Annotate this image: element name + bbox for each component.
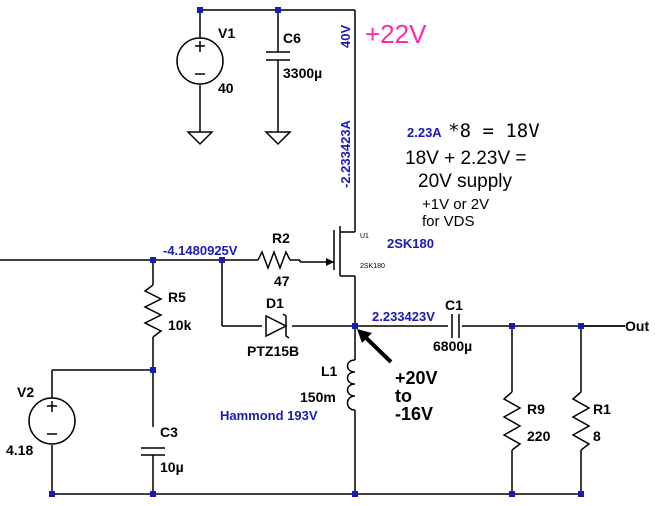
r1-name: R1 xyxy=(593,401,611,417)
ground-icon xyxy=(186,131,214,146)
calc-line-2: 18V + 2.23V = xyxy=(405,148,527,169)
calc-prefix: 2.23A xyxy=(407,125,442,140)
voltage-source-icon xyxy=(28,397,76,445)
d1-diode: D1 PTZ15B xyxy=(247,295,299,359)
r5-value: 10k xyxy=(168,317,192,333)
ground-icon xyxy=(264,131,292,146)
calc-rest: *8 = 18V xyxy=(448,120,540,142)
l1-value: 150m xyxy=(300,389,336,405)
r1-value: 8 xyxy=(593,428,601,444)
r9-value: 220 xyxy=(527,428,551,444)
junction-node xyxy=(578,491,584,497)
junction-node xyxy=(150,367,156,373)
c1-name: C1 xyxy=(445,297,463,313)
calc-line-4: +1V or 2V xyxy=(422,196,489,213)
r2-value: 47 xyxy=(274,273,290,289)
c6-value: 3300µ xyxy=(283,65,322,81)
c1-capacitor: C1 6800µ xyxy=(433,297,472,354)
output-label: Out xyxy=(625,318,649,334)
source-net-label: 2.233423V xyxy=(372,309,435,324)
junction-node xyxy=(578,323,584,329)
calc-line-5: for VDS xyxy=(422,213,475,230)
v2-name: V2 xyxy=(17,384,34,400)
r5-resistor: R5 10k xyxy=(143,284,192,338)
supply-note: +22V xyxy=(365,19,427,49)
r9-resistor: R9 220 xyxy=(502,391,551,451)
resistor-icon xyxy=(257,249,291,271)
junction-node xyxy=(275,7,281,13)
u1-name: U1 xyxy=(360,233,369,240)
u1-model: 2SK180 xyxy=(360,263,385,270)
inductor-icon xyxy=(346,359,356,411)
swing-line-2: to xyxy=(395,386,412,406)
v2-value: 4.18 xyxy=(6,442,33,458)
v1-name: V1 xyxy=(218,25,235,41)
c3-capacitor: C3 10µ xyxy=(141,424,184,475)
u1-label: 2SK180 xyxy=(387,236,434,251)
junction-node xyxy=(150,257,156,263)
c1-value: 6800µ xyxy=(433,338,472,354)
drain-current-label: -2.233423A xyxy=(338,119,353,188)
voltage-source-icon xyxy=(176,37,224,85)
r2-resistor: R2 47 xyxy=(257,230,291,289)
v1-value: 40 xyxy=(218,80,234,96)
calculation-note: 2.23A *8 = 18V 18V + 2.23V = 20V supply … xyxy=(405,120,540,230)
v2-source: V2 4.18 xyxy=(6,384,76,458)
gate-net-label: -4.1480925V xyxy=(163,243,238,258)
swing-line-1: +20V xyxy=(395,368,438,388)
calc-line-1: 2.23A *8 = 18V xyxy=(407,120,540,142)
junctions xyxy=(49,7,584,497)
junction-node xyxy=(509,323,515,329)
junction-node xyxy=(352,323,358,329)
l1-part: Hammond 193V xyxy=(220,408,318,423)
l1-inductor: L1 150m Hammond 193V xyxy=(220,359,356,423)
arrow-icon xyxy=(357,329,393,364)
junction-node xyxy=(352,491,358,497)
swing-line-3: -16V xyxy=(395,404,433,424)
d1-value: PTZ15B xyxy=(247,343,299,359)
mosfet-icon xyxy=(300,226,355,277)
resistor-icon xyxy=(502,391,522,451)
junction-node xyxy=(509,491,515,497)
r5-name: R5 xyxy=(168,289,186,305)
junction-node xyxy=(219,257,225,263)
zener-diode-icon xyxy=(265,313,290,339)
calc-line-3: 20V supply xyxy=(418,171,513,192)
r1-resistor: R1 8 xyxy=(571,391,611,451)
resistor-icon xyxy=(571,391,591,451)
junction-node xyxy=(49,491,55,497)
swing-annotation: +20V to -16V xyxy=(357,329,438,424)
c6-capacitor: C6 3300µ xyxy=(266,30,322,81)
resistor-icon xyxy=(143,284,163,338)
d1-name: D1 xyxy=(266,295,284,311)
c6-name: C6 xyxy=(283,30,301,46)
junction-node xyxy=(150,491,156,497)
l1-name: L1 xyxy=(321,363,338,379)
c3-value: 10µ xyxy=(160,459,184,475)
c3-name: C3 xyxy=(160,424,178,440)
r9-name: R9 xyxy=(527,401,545,417)
u1-mosfet: U1 2SK180 2SK180 xyxy=(300,226,434,277)
supply-net-label: 40V xyxy=(338,25,353,48)
r2-name: R2 xyxy=(272,230,290,246)
junction-node xyxy=(197,7,203,13)
v1-source: V1 40 xyxy=(176,25,235,96)
